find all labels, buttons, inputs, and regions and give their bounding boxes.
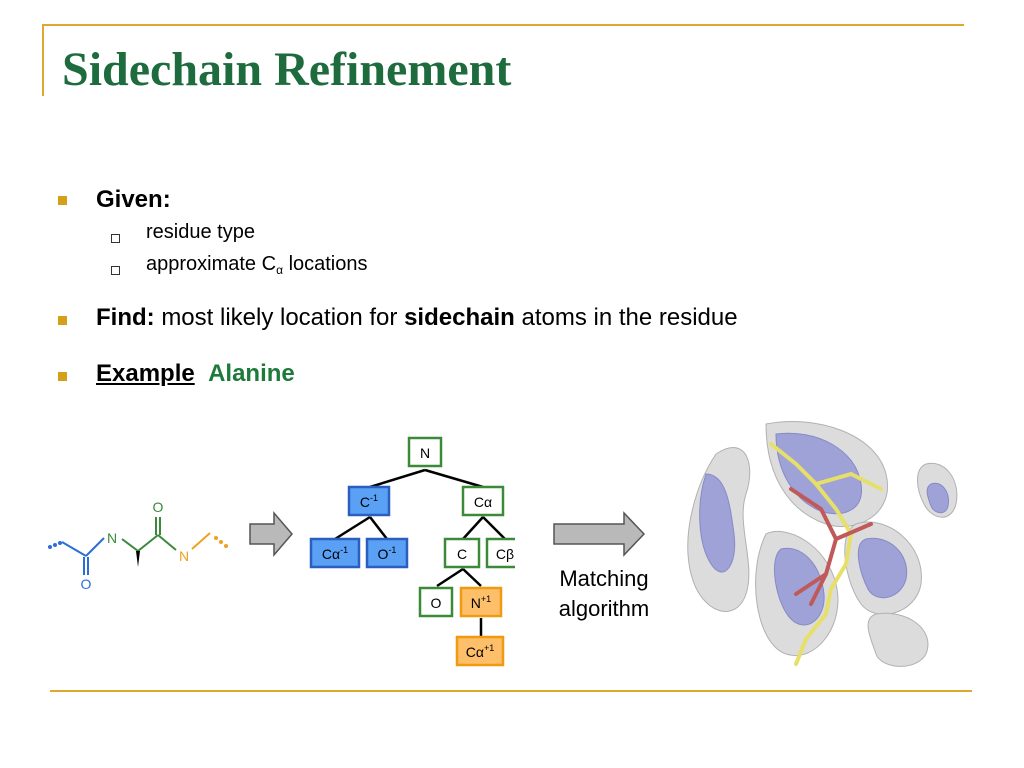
- node-ca-next-label: Cα: [466, 644, 484, 660]
- node-ca-next-box: [455, 635, 505, 667]
- density-map-image: [687, 420, 958, 667]
- node-n-next-label: N: [471, 595, 481, 611]
- example-label: Example: [96, 360, 195, 387]
- node-n-next: N+1: [471, 594, 491, 611]
- node-o-box: [418, 586, 454, 618]
- tree-edges: [334, 468, 506, 636]
- node-o: O: [431, 595, 442, 611]
- given-item-calpha-text: approximate C: [146, 253, 277, 275]
- caption-line-1: Matching: [559, 566, 649, 591]
- given-line: Given:: [96, 186, 171, 214]
- node-ca-box: [461, 485, 505, 517]
- backbone-tree: N C-1 Cα Cα-1 O-1 C Cβ O N+1 Cα+1: [309, 436, 515, 667]
- node-c-prev: C-1: [360, 493, 378, 510]
- node-ca: Cα: [474, 494, 492, 510]
- orange-dots: [214, 536, 228, 548]
- alpha-subscript: α: [276, 263, 283, 277]
- find-text-2: atoms in the residue: [521, 304, 738, 331]
- slide-title: Sidechain Refinement: [62, 43, 512, 96]
- node-c-prev-box: [347, 485, 391, 517]
- node-c: C: [457, 546, 467, 562]
- given-label: Given:: [96, 186, 171, 213]
- given-item-calpha: approximate Cα locations: [146, 252, 368, 282]
- node-cb-box: [485, 537, 515, 569]
- sub-bullet-marker: [111, 234, 120, 243]
- bullet-marker: [58, 316, 67, 325]
- node-n-next-box: [459, 586, 503, 618]
- node-ca-next: Cα+1: [466, 643, 494, 660]
- find-label: Find:: [96, 304, 155, 331]
- blue-dots: [48, 541, 62, 549]
- arrow-right-icon: [249, 510, 293, 558]
- given-item-locations-text: locations: [288, 253, 368, 275]
- example-line: Example Alanine: [96, 360, 295, 388]
- top-rule: [42, 24, 964, 26]
- node-cb: Cβ: [496, 546, 514, 562]
- atom-o-top: O: [153, 499, 164, 515]
- sub-bullet-marker: [111, 266, 120, 275]
- node-ca-prev-label: Cα: [322, 546, 340, 562]
- blue-bonds: [61, 537, 105, 575]
- node-ca-prev-box: [309, 537, 361, 569]
- alanine-molecule: N O N O: [48, 499, 228, 592]
- node-o-prev: O-1: [378, 545, 397, 562]
- node-c-prev-label: C: [360, 494, 370, 510]
- node-o-prev-sup: -1: [388, 545, 396, 555]
- node-c-prev-sup: -1: [370, 493, 378, 503]
- node-o-prev-label: O: [378, 546, 389, 562]
- node-o-prev-box: [365, 537, 409, 569]
- find-bold: sidechain: [404, 304, 515, 331]
- node-n-box: [407, 436, 443, 468]
- atom-n1: N: [107, 530, 117, 546]
- node-ca-next-sup: +1: [484, 643, 494, 653]
- left-rule: [42, 24, 44, 96]
- bottom-rule: [50, 690, 972, 692]
- methyl-wedge: [136, 551, 140, 567]
- node-n: N: [420, 445, 430, 461]
- caption-line-2: algorithm: [558, 596, 650, 621]
- node-ca-prev: Cα-1: [322, 545, 348, 562]
- find-text-1: most likely location for: [161, 304, 398, 331]
- residue-sticks: [769, 442, 883, 666]
- bullet-marker: [58, 196, 67, 205]
- atom-o-bottom: O: [81, 576, 92, 592]
- bullet-marker: [58, 372, 67, 381]
- node-n-next-sup: +1: [481, 594, 491, 604]
- matching-caption: Matching algorithm: [548, 564, 660, 624]
- green-bonds: [121, 517, 177, 552]
- find-line: Find: most likely location for sidechain…: [96, 304, 738, 332]
- node-ca-prev-sup: -1: [340, 545, 348, 555]
- given-item-residue: residue type: [146, 221, 255, 243]
- atom-n2: N: [179, 548, 189, 564]
- example-value: Alanine: [208, 360, 295, 387]
- orange-bonds: [191, 532, 211, 550]
- arrow-right-icon: [553, 511, 646, 557]
- node-c-box: [443, 537, 481, 569]
